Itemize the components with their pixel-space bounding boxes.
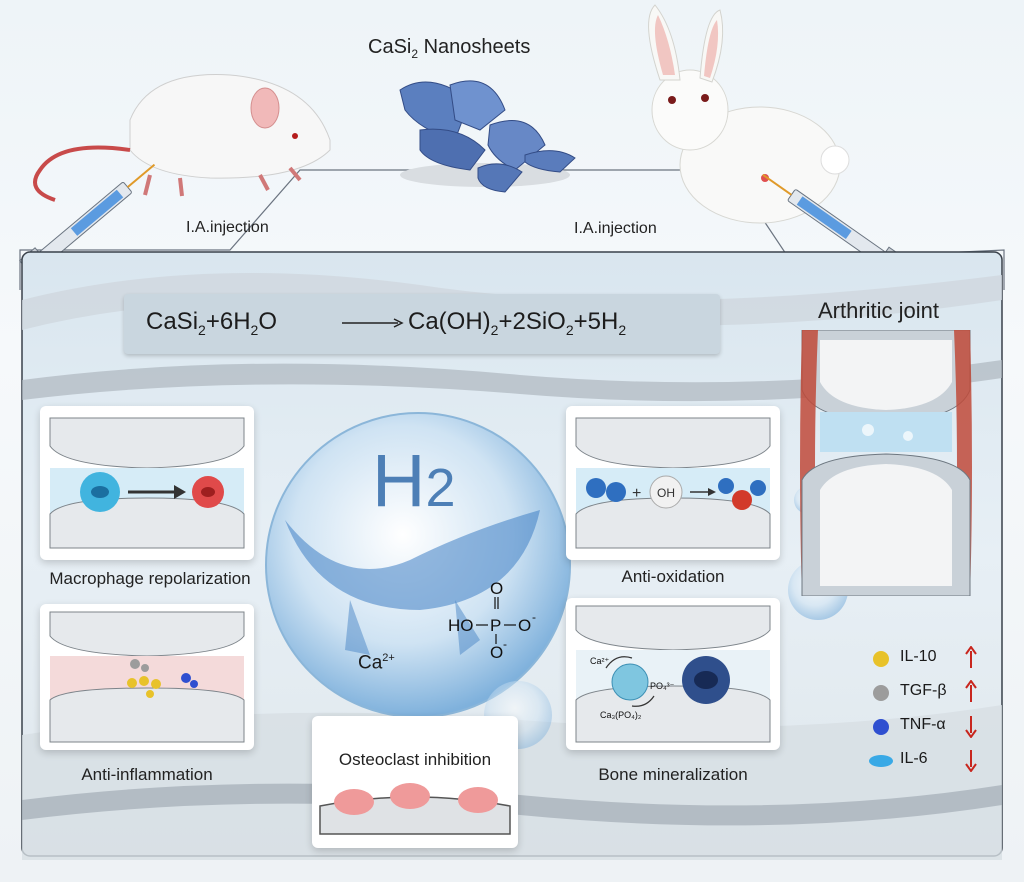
il10-dot-icon	[873, 651, 889, 667]
legend-item-il10: IL-10	[866, 644, 986, 672]
mouse-illustration	[33, 74, 331, 202]
mineralization-joint-figure: Ca²⁺ PO₄³⁻ Ca₃(PO₄)₂	[575, 605, 771, 743]
phosphate-minus-right: -	[532, 610, 536, 624]
macrophage-panel	[40, 406, 254, 560]
legend-item-tgfb: TGF-β	[866, 678, 986, 706]
tgfb-dot-icon	[873, 685, 889, 701]
nanosheets-illustration	[399, 80, 576, 193]
equation-rhs: Ca(OH)2+2SiO2+5H2	[408, 308, 626, 338]
osteoclast-title: Osteoclast inhibition	[338, 750, 492, 769]
phosphate-ho: HO	[448, 616, 474, 635]
phosphate-structure: O HO P O - O -	[448, 579, 536, 658]
equation-lhs: CaSi2+6H2O	[146, 308, 277, 338]
mineralization-panel: Ca²⁺ PO₄³⁻ Ca₃(PO₄)₂	[566, 598, 780, 750]
eq-rhs-sub3: 2	[618, 321, 627, 338]
equation-box: CaSi2+6H2O Ca(OH)2+2SiO2+5H2	[124, 294, 720, 354]
h2-sub: 2	[425, 458, 456, 518]
cytokine-legend: IL-10 TGF-β TNF-α IL-6	[866, 644, 986, 784]
phosphate-minus-bottom: -	[503, 637, 507, 651]
top-scene	[19, 4, 1005, 290]
phosphate-o-top: O	[490, 579, 503, 598]
osteoclast-bone-figure	[319, 783, 511, 835]
legend-label: IL-10	[900, 648, 937, 665]
macrophage-joint-figure	[49, 417, 245, 549]
injection-label-left: I.A.injection	[186, 219, 269, 236]
osteoclast-panel: Osteoclast inhibition	[312, 716, 518, 848]
eq-lhs-sub2: 2	[250, 321, 259, 338]
legend-label: IL-6	[900, 750, 928, 767]
il6-dot-icon	[869, 755, 893, 767]
title-rest: Nanosheets	[418, 36, 531, 58]
mineralization-title: Bone mineralization	[598, 765, 748, 784]
up-arrow-icon	[965, 680, 977, 702]
arthritic-joint-illustration	[800, 330, 972, 596]
reaction-arrow	[342, 318, 404, 328]
eq-rhs-b: +2SiO	[498, 308, 566, 335]
inflammation-joint-figure	[49, 611, 245, 743]
tnfa-dot-icon	[873, 719, 889, 735]
eq-rhs-a: Ca(OH)	[408, 308, 491, 335]
legend-item-tnfa: TNF-α	[866, 712, 986, 740]
title-sub: 2	[411, 47, 419, 61]
ca-ion-charge: 2+	[382, 652, 395, 664]
inflammation-title: Anti-inflammation	[81, 765, 213, 784]
eq-lhs-ca: CaSi	[146, 308, 199, 335]
oxidation-panel: + OH	[566, 406, 780, 560]
phosphate-o-right: O	[518, 616, 531, 635]
eq-lhs-sub: 2	[198, 321, 206, 338]
ca-ion-text: Ca	[358, 652, 383, 674]
svg-text:+: +	[632, 485, 641, 502]
calcium-ion: Ca2+	[358, 652, 395, 674]
legend-label: TGF-β	[900, 682, 947, 699]
oxidation-joint-figure: + OH	[575, 417, 771, 549]
h2-label: H2	[372, 438, 456, 523]
phosphate-p: P	[490, 616, 501, 635]
eq-rhs-sub2: 2	[565, 321, 574, 338]
eq-rhs-sub1: 2	[490, 321, 499, 338]
title-base: CaSi	[368, 36, 412, 58]
inflammation-panel	[40, 604, 254, 750]
mineral-product: Ca₃(PO₄)₂	[600, 710, 642, 720]
oxidation-title: Anti-oxidation	[621, 567, 725, 586]
legend-item-il6: IL-6	[866, 746, 986, 774]
nanosheets-title: CaSi2 Nanosheets	[368, 36, 530, 61]
phosphate-o-bottom: O	[490, 643, 503, 658]
eq-rhs-c: +5H	[573, 308, 619, 335]
up-arrow-icon	[965, 646, 977, 668]
oxidation-oh: OH	[657, 486, 675, 500]
h2-letter: H	[372, 439, 426, 522]
eq-lhs-plus: +6H	[205, 308, 251, 335]
legend-label: TNF-α	[900, 716, 946, 733]
mineral-ca: Ca²⁺	[590, 656, 610, 666]
macrophage-title: Macrophage repolarization	[49, 569, 251, 588]
mineral-po4: PO₄³⁻	[650, 681, 675, 691]
joint-title: Arthritic joint	[818, 298, 940, 323]
eq-lhs-o: O	[258, 308, 277, 335]
injection-label-right: I.A.injection	[574, 220, 657, 237]
down-arrow-icon	[965, 716, 977, 738]
down-arrow-icon	[965, 750, 977, 772]
